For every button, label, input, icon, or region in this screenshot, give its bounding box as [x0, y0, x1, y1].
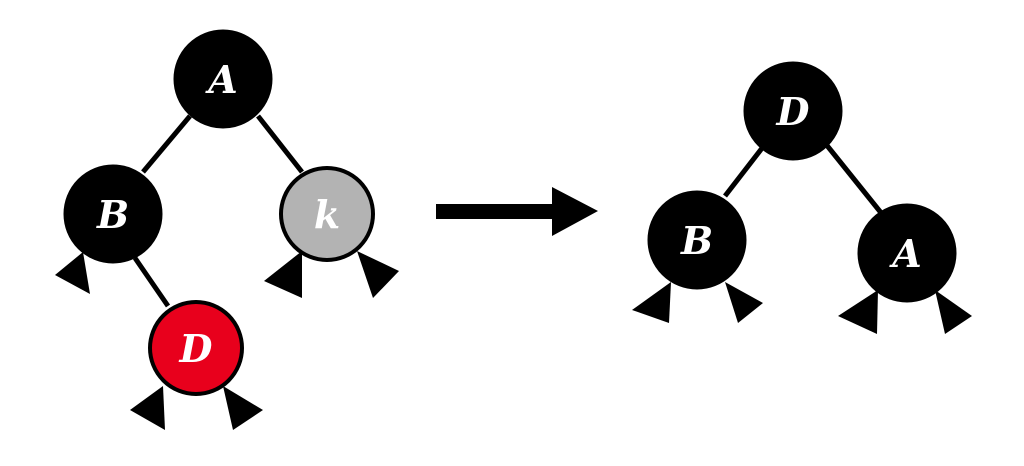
node-k: k — [279, 166, 375, 262]
nil-leaf-b2-left — [632, 282, 671, 323]
node-d-label: D — [179, 326, 213, 371]
nil-leaf-k-left — [264, 251, 302, 298]
node-d-after: D — [743, 61, 843, 161]
node-a-after: A — [857, 203, 957, 303]
nil-leaf-d-left — [130, 386, 165, 430]
nil-leaf-b2-right — [725, 282, 763, 323]
edge-a-b — [141, 114, 192, 174]
node-b-after-label: B — [680, 218, 713, 263]
node-d-after-label: D — [776, 89, 810, 134]
nil-leaf-a2-right — [935, 290, 972, 334]
before-tree: A B k D — [55, 29, 399, 430]
nil-leaf-a2-left — [838, 290, 878, 334]
nil-leaf-k-right — [357, 251, 399, 298]
after-tree: D B A — [632, 61, 972, 334]
edge-b-d — [132, 256, 171, 308]
nil-leaf-d-right — [223, 386, 263, 430]
node-a-after-label: A — [889, 231, 921, 276]
node-a-label: A — [205, 57, 237, 102]
nil-leaf-b-left — [55, 252, 90, 294]
edge-d-a — [823, 141, 884, 216]
node-b-label: B — [96, 192, 129, 237]
node-k-label: k — [314, 192, 340, 237]
edge-a-k — [256, 114, 304, 174]
node-b-after: B — [647, 190, 747, 290]
node-a: A — [173, 29, 273, 129]
node-b: B — [63, 164, 163, 264]
edge-d-b — [723, 141, 768, 198]
node-d: D — [148, 300, 244, 396]
arrow-right-icon — [436, 187, 598, 236]
